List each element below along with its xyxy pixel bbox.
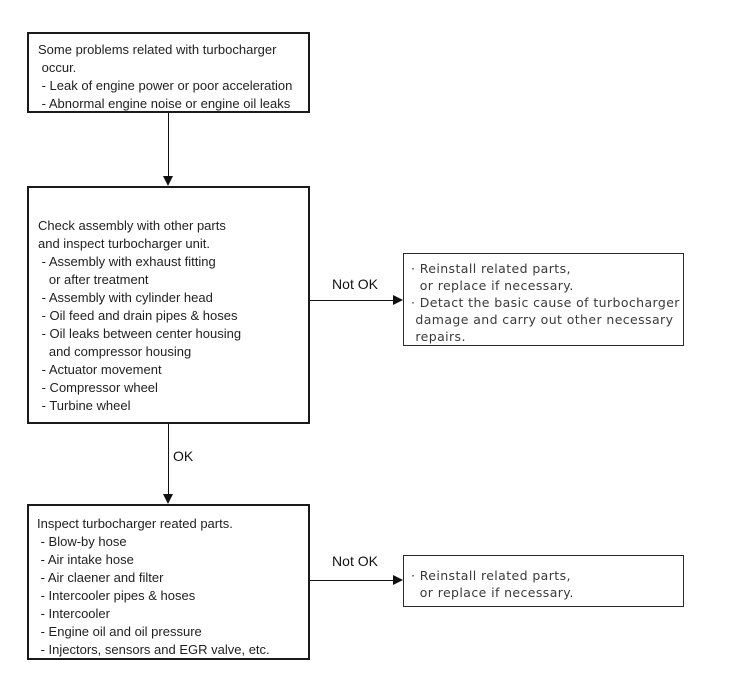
- text-line: damage and carry out other necessary: [411, 312, 674, 327]
- text-line: - Injectors, sensors and EGR valve, etc.: [37, 642, 270, 657]
- text-line: - Oil feed and drain pipes & hoses: [38, 308, 238, 323]
- text-line: - Actuator movement: [38, 362, 162, 377]
- arrow-check-not-ok: [310, 300, 394, 301]
- text-line: repairs.: [411, 329, 466, 344]
- arrow-problem-to-check: [168, 113, 169, 177]
- text-line: · Reinstall related parts,: [411, 568, 571, 583]
- edge-label-not-ok-upper: Not OK: [332, 276, 378, 292]
- text-line: - Engine oil and oil pressure: [37, 624, 202, 639]
- text-line: - Compressor wheel: [38, 380, 158, 395]
- text-line: - Intercooler pipes & hoses: [37, 588, 196, 603]
- action-box-minor: · Reinstall related parts, or replace if…: [403, 555, 684, 607]
- text-line: · Reinstall related parts,: [411, 261, 571, 276]
- check-assembly-box: Check assembly with other parts and insp…: [27, 186, 310, 424]
- text-line: - Abnormal engine noise or engine oil le…: [38, 96, 291, 111]
- text-line: Check assembly with other parts: [38, 218, 226, 233]
- edge-label-ok: OK: [173, 448, 194, 464]
- text-line: · Detact the basic cause of turbocharger: [411, 295, 680, 310]
- arrowhead-right-icon: [393, 295, 403, 305]
- text-line: occur.: [38, 60, 77, 75]
- problem-box: Some problems related with turbocharger …: [27, 32, 310, 113]
- edge-label-not-ok-lower: Not OK: [332, 553, 378, 569]
- text-line: - Leak of engine power or poor accelerat…: [38, 78, 293, 93]
- text-line: or after treatment: [38, 272, 149, 287]
- inspect-related-parts-box: Inspect turbocharger reated parts. - Blo…: [27, 504, 310, 660]
- text-line: Inspect turbocharger reated parts.: [37, 516, 233, 531]
- text-line: - Air intake hose: [37, 552, 134, 567]
- text-line: - Turbine wheel: [38, 398, 131, 413]
- text-line: - Air claener and filter: [37, 570, 164, 585]
- text-line: - Oil leaks between center housing: [38, 326, 242, 341]
- text-line: - Assembly with exhaust fitting: [38, 254, 216, 269]
- arrowhead-down-icon: [163, 494, 173, 504]
- text-line: - Intercooler: [37, 606, 110, 621]
- text-line: or replace if necessary.: [411, 585, 574, 600]
- action-box-major: · Reinstall related parts, or replace if…: [403, 253, 684, 346]
- arrow-check-to-inspect: [168, 424, 169, 495]
- text-line: or replace if necessary.: [411, 278, 574, 293]
- text-line: - Blow-by hose: [37, 534, 127, 549]
- text-line: Some problems related with turbocharger: [38, 42, 277, 57]
- text-line: and compressor housing: [38, 344, 192, 359]
- arrowhead-right-icon: [393, 575, 403, 585]
- arrowhead-down-icon: [163, 176, 173, 186]
- text-line: - Assembly with cylinder head: [38, 290, 213, 305]
- arrow-inspect-not-ok: [310, 580, 394, 581]
- text-line: and inspect turbocharger unit.: [38, 236, 210, 251]
